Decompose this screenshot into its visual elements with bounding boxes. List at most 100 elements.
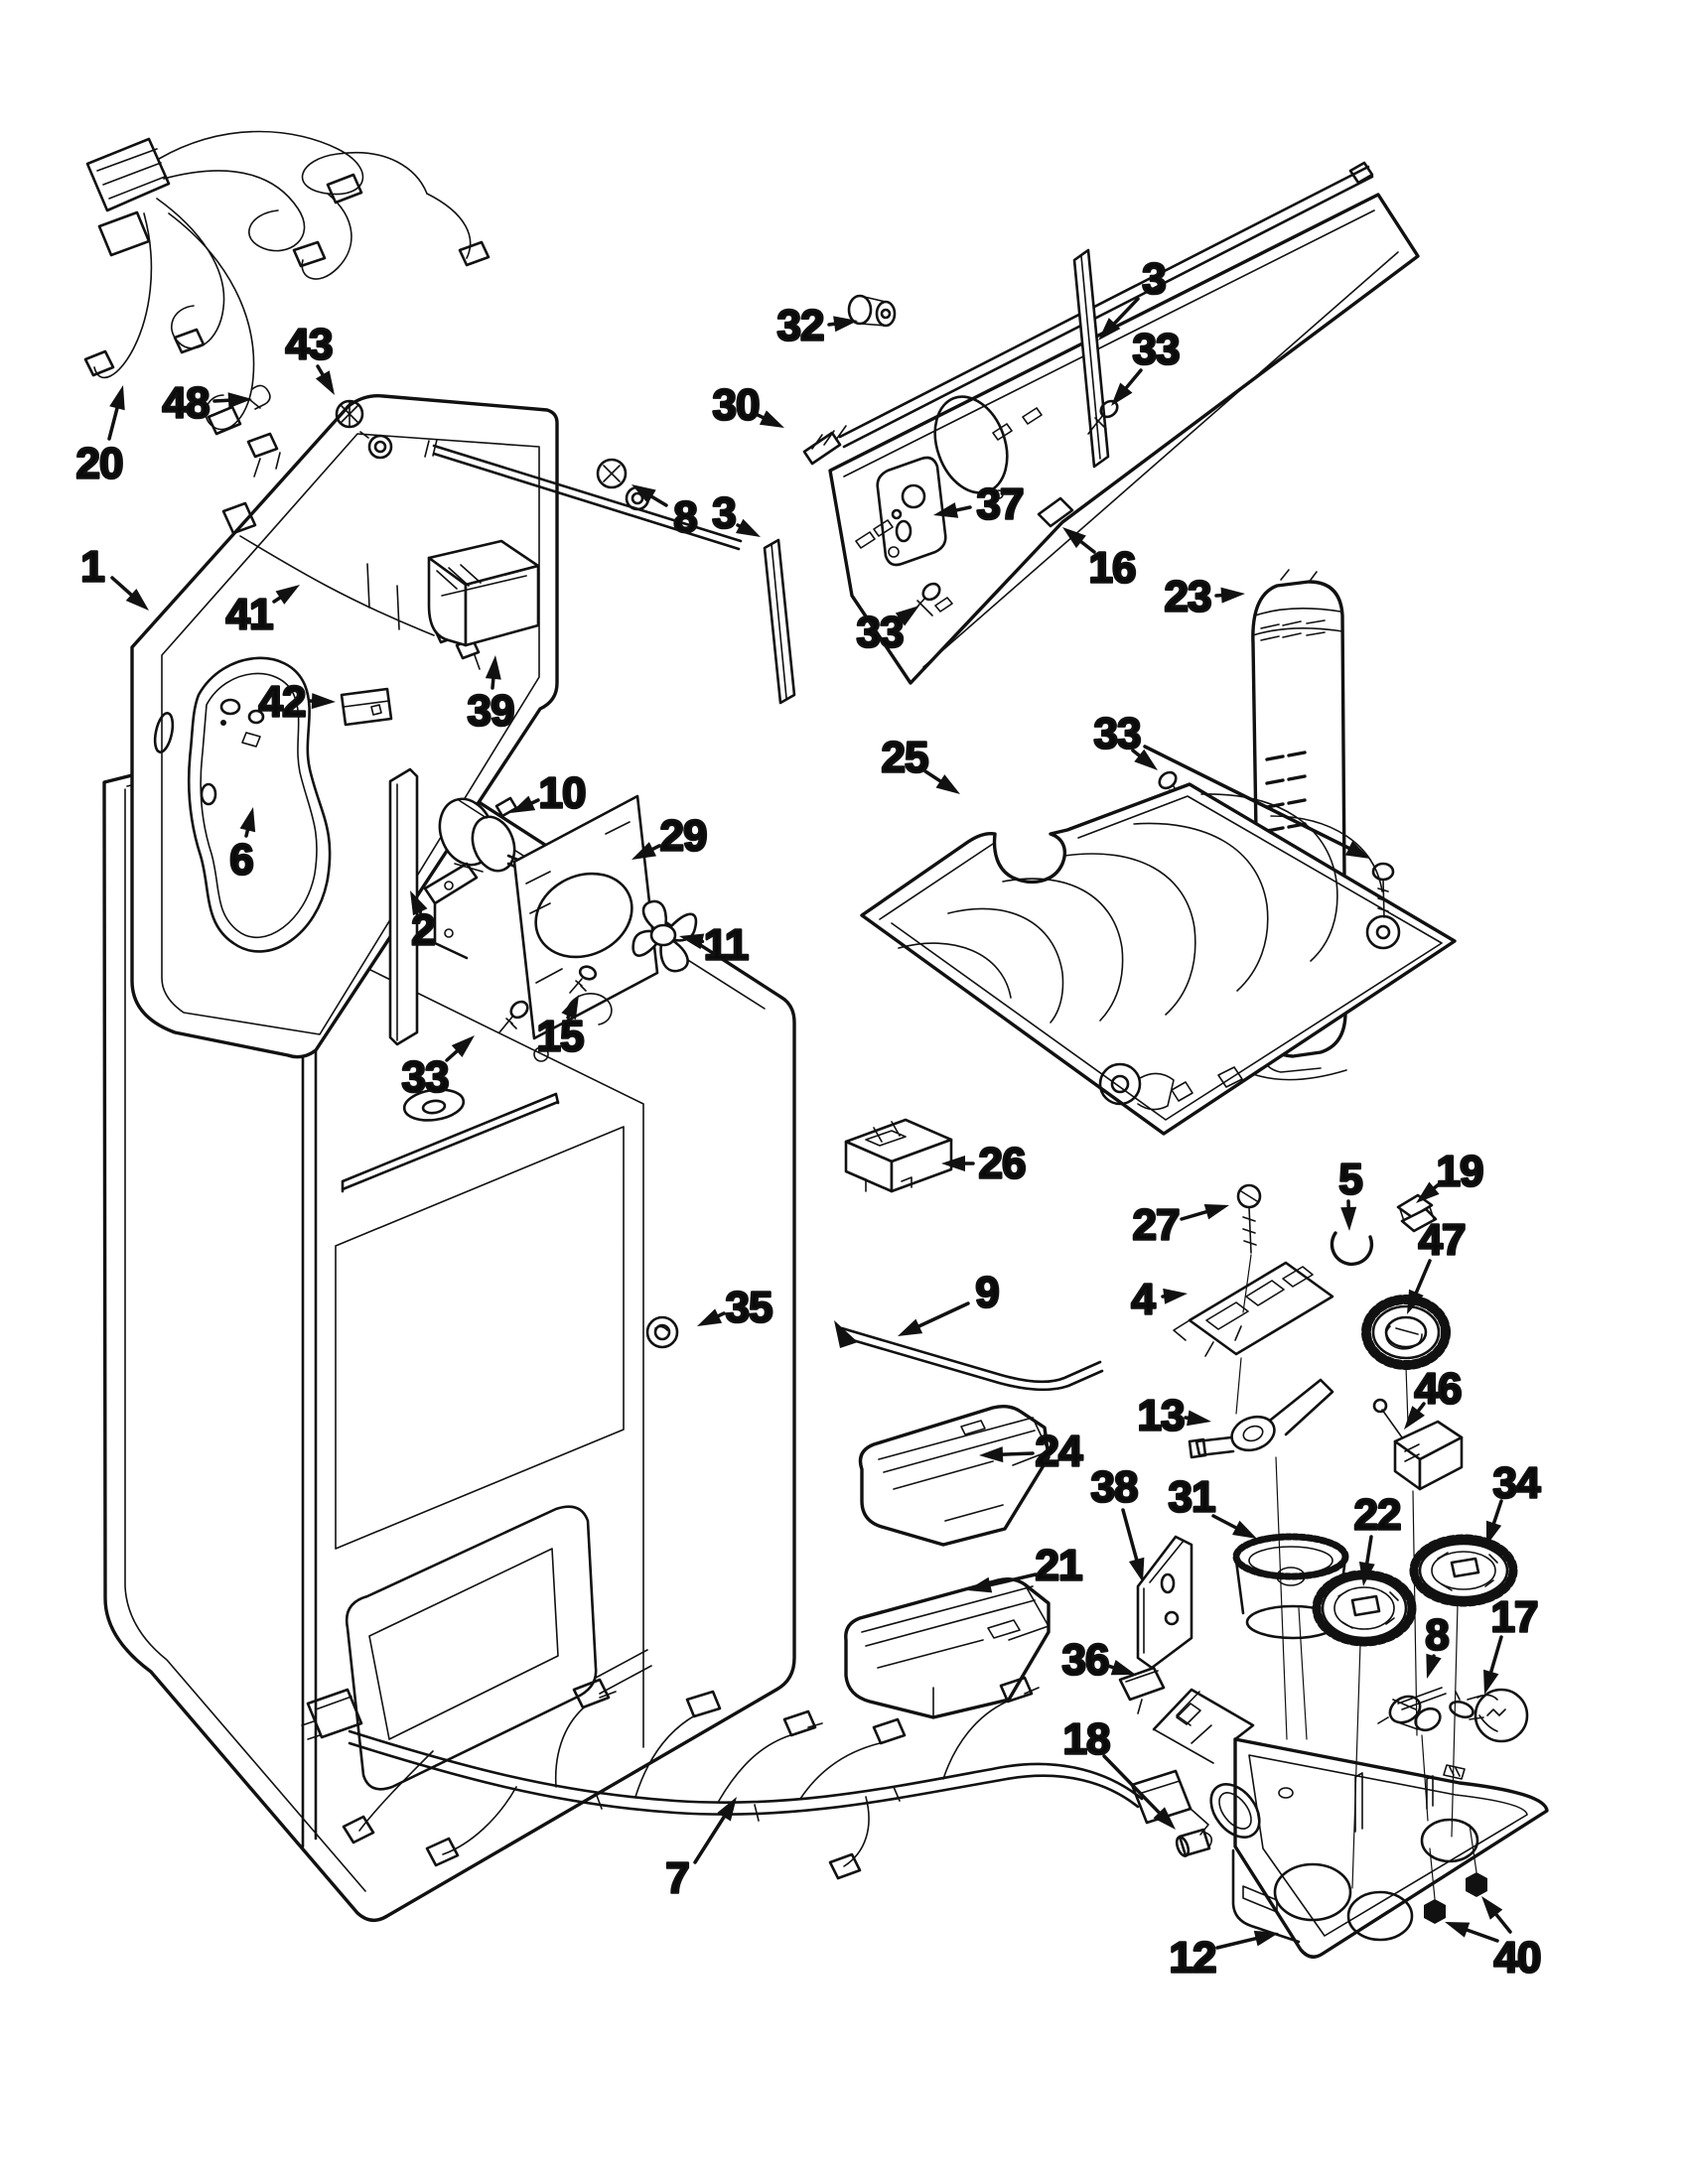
callout-arrow-line <box>736 523 742 528</box>
wire-harness-7-drawing <box>301 1676 1209 1880</box>
clip-48-drawing <box>249 384 271 410</box>
callout-arrow-line <box>1106 1664 1115 1670</box>
plate-38-drawing <box>1136 1535 1193 1670</box>
part-number-label: 34 <box>1493 1459 1541 1508</box>
callout-arrow-line <box>1143 745 1351 851</box>
gear-22-drawing <box>1312 1570 1417 1647</box>
callout-arrow-head <box>1098 318 1121 341</box>
motor-bracket-2-drawing <box>423 862 479 960</box>
callout-arrow-head <box>736 518 761 537</box>
part-number-label: 12 <box>1170 1934 1216 1982</box>
callout-arrow-head <box>759 410 784 428</box>
callout-arrow-head <box>1110 1660 1136 1676</box>
callout-31: 31 <box>1167 1471 1257 1539</box>
callout-29: 29 <box>632 810 709 862</box>
callout-47: 47 <box>1407 1214 1468 1314</box>
callout-32: 32 <box>775 300 858 351</box>
callout-arrow-head <box>510 795 536 813</box>
part-number-label: 22 <box>1354 1491 1401 1540</box>
part-number-label: 46 <box>1415 1365 1462 1414</box>
callout-arrow-line <box>1432 1182 1441 1190</box>
callout-arrow-line <box>566 1014 571 1020</box>
callout-arrow-line <box>1112 297 1140 326</box>
control-cluster-drawing <box>834 1118 1464 1491</box>
part-number-label: 1 <box>80 543 104 592</box>
callout-16: 16 <box>1062 527 1138 594</box>
callout-13: 13 <box>1136 1390 1211 1441</box>
callout-26: 26 <box>941 1138 1028 1189</box>
part-number-label: 3 <box>1142 255 1165 304</box>
callout-arrow-head <box>1358 1562 1375 1586</box>
callout-arrow-head <box>315 370 335 395</box>
part-number-label: 5 <box>1338 1156 1362 1204</box>
callout-17: 17 <box>1483 1591 1540 1695</box>
part-number-label: 33 <box>857 609 904 657</box>
grommet-35-drawing <box>645 1315 679 1349</box>
pad-36-drawing <box>1118 1666 1166 1714</box>
callout-38: 38 <box>1089 1461 1145 1582</box>
callout-arrow-line <box>212 398 230 403</box>
callout-arrow-head <box>632 484 656 504</box>
part-number-label: 29 <box>660 812 707 861</box>
bracket-13-drawing <box>1188 1378 1334 1459</box>
callout-8-bottom: 8 <box>1424 1609 1452 1679</box>
gear-34-drawing <box>1409 1534 1518 1607</box>
callout-arrow-line <box>1414 1259 1432 1295</box>
callout-arrow-line <box>491 677 495 690</box>
callout-arrow-line <box>923 769 942 783</box>
callout-arrow-head <box>1232 1520 1257 1539</box>
callout-arrow-head <box>979 1446 1004 1463</box>
part-number-label: 26 <box>979 1140 1026 1188</box>
c-ring-5-drawing <box>1330 1231 1374 1267</box>
part-number-label: 17 <box>1491 1593 1538 1642</box>
callout-33-c: 33 <box>400 1035 475 1103</box>
callout-arrow-line <box>1215 1936 1258 1950</box>
callout-11: 11 <box>679 919 751 971</box>
callout-arrow-line <box>272 596 282 604</box>
callout-arrow-line <box>693 1815 726 1864</box>
callout-arrow-head <box>1483 1669 1499 1695</box>
callout-37: 37 <box>933 478 1026 530</box>
part-number-label: 8 <box>1425 1611 1449 1660</box>
wire-harness-20-drawing <box>83 130 491 478</box>
part-number-label: 2 <box>411 906 434 955</box>
callout-arrow-line <box>1365 1535 1373 1566</box>
callout-arrow-head <box>1445 1922 1471 1938</box>
relay-26-drawing <box>844 1118 953 1193</box>
clip-19-drawing <box>1396 1193 1438 1233</box>
callout-arrow-head <box>1481 1896 1503 1920</box>
callout-2: 2 <box>410 890 437 956</box>
part-number-label: 36 <box>1062 1636 1109 1685</box>
evap-cover-39-drawing <box>427 539 540 647</box>
freezer-top-rail-heater-drawing <box>221 384 796 727</box>
part-number-label: 21 <box>1036 1542 1082 1590</box>
part-number-label: 7 <box>665 1854 688 1903</box>
callout-arrow-line <box>649 494 668 507</box>
callout-33-a: 33 <box>1111 324 1182 406</box>
cup-31-drawing <box>1232 1533 1349 1640</box>
callout-arrow-line <box>1489 1635 1503 1674</box>
callout-4: 4 <box>1130 1274 1188 1325</box>
callout-arrow-line <box>1001 1451 1035 1456</box>
callout-arrow-line <box>1491 1499 1503 1525</box>
callout-arrow-head <box>561 995 579 1021</box>
bulb-17-drawing <box>1449 1688 1529 1743</box>
callout-arrow-line <box>1416 1402 1426 1413</box>
lamp-socket-8-drawing <box>1377 1687 1447 1732</box>
part-number-label: 18 <box>1063 1715 1110 1764</box>
callout-3-top: 3 <box>711 487 761 539</box>
tab-16-target <box>1037 496 1074 528</box>
callout-arrow-head <box>1340 1206 1357 1231</box>
callout-arrow-line <box>244 828 250 838</box>
callout-arrow-head <box>1128 1557 1145 1582</box>
callout-arrow-head <box>1163 1288 1188 1304</box>
callout-arrow-head <box>1486 1520 1502 1546</box>
callout-arrow-line <box>1121 1508 1139 1562</box>
part-number-label: 19 <box>1437 1148 1483 1196</box>
callout-arrow-line <box>1465 1928 1499 1943</box>
callout-21: 21 <box>967 1540 1084 1593</box>
callout-15: 15 <box>535 995 586 1062</box>
callout-arrow-line <box>1102 1754 1162 1815</box>
callout-arrow-head <box>967 1576 993 1593</box>
callout-arrow-head <box>941 1156 965 1171</box>
